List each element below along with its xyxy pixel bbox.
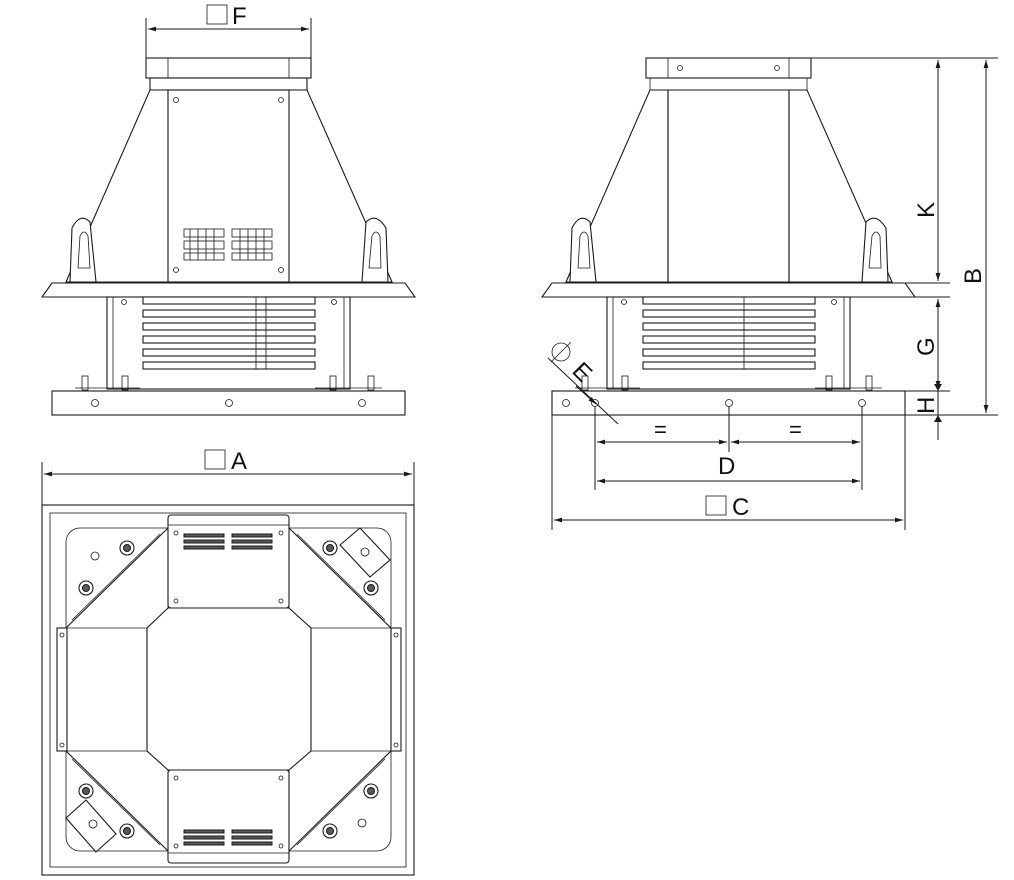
- side-view: [540, 57, 917, 416]
- label-K: K: [913, 202, 940, 218]
- label-B: B: [960, 268, 987, 284]
- label-equal-left: =: [654, 417, 667, 442]
- vertical-dimensions: K G H B: [811, 57, 998, 440]
- louvres-front: [142, 296, 316, 370]
- label-F: F: [232, 3, 247, 30]
- vent-grille-top: [183, 533, 273, 846]
- top-view: [41, 504, 415, 876]
- dimension-D: = = D: [594, 407, 863, 490]
- label-D: D: [718, 453, 735, 480]
- dimension-C: C: [551, 415, 906, 530]
- label-A: A: [231, 448, 247, 475]
- label-H: H: [913, 397, 940, 414]
- label-C: C: [732, 494, 749, 521]
- louvres-side: [642, 296, 816, 370]
- dimension-F: F: [145, 3, 312, 58]
- label-G: G: [913, 337, 940, 356]
- label-equal-right: =: [789, 417, 802, 442]
- dimension-A: A: [41, 448, 415, 508]
- front-view: [40, 57, 417, 416]
- vent-grille-front: [183, 228, 273, 261]
- label-E: E: [567, 357, 597, 387]
